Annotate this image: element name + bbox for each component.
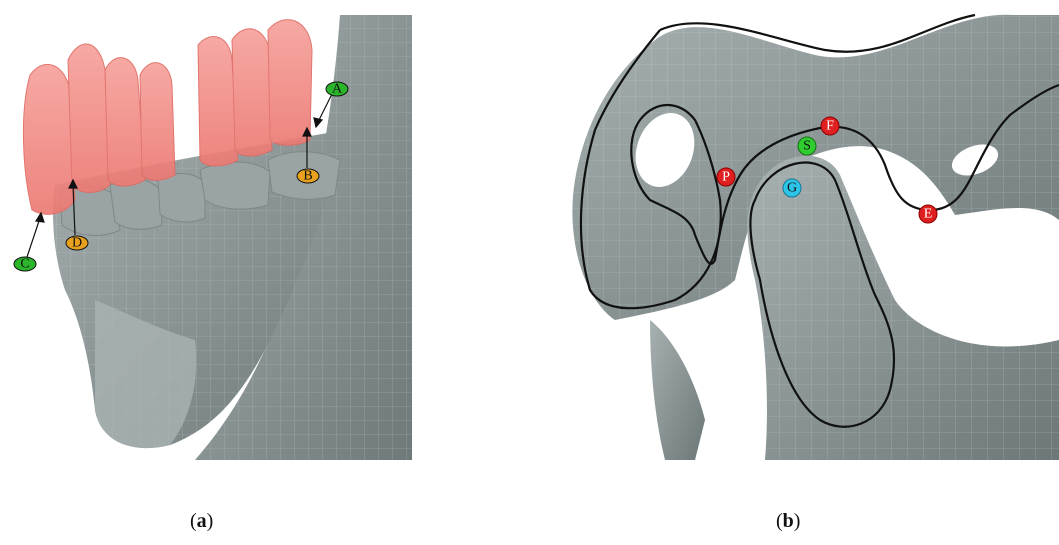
svg-text:G: G (787, 181, 797, 196)
svg-text:S: S (803, 139, 811, 154)
panel-a-caption: (a) (190, 510, 213, 533)
landmark-marker-e: E (919, 205, 937, 223)
mandible-illustration: A B C D (0, 0, 440, 470)
svg-text:F: F (826, 119, 834, 134)
landmark-marker-b: B (297, 169, 319, 184)
panel-a-mandible-figure: A B C D (0, 0, 440, 470)
landmark-marker-s: S (798, 137, 816, 155)
landmark-marker-p: P (717, 168, 735, 186)
landmark-marker-f: F (821, 117, 839, 135)
landmark-marker-g: G (783, 179, 801, 197)
panel-b-joint-figure: F S P G E (555, 0, 1059, 470)
svg-text:B: B (303, 169, 312, 184)
landmark-marker-a: A (326, 82, 348, 97)
landmark-marker-c: C (14, 257, 36, 272)
landmark-marker-d: D (66, 236, 88, 251)
svg-text:A: A (332, 82, 343, 97)
svg-text:C: C (20, 257, 29, 272)
svg-text:E: E (924, 207, 933, 222)
panel-b-caption: (b) (776, 510, 800, 533)
joint-illustration: F S P G E (555, 0, 1059, 470)
svg-text:P: P (722, 170, 730, 185)
svg-text:D: D (72, 236, 82, 251)
